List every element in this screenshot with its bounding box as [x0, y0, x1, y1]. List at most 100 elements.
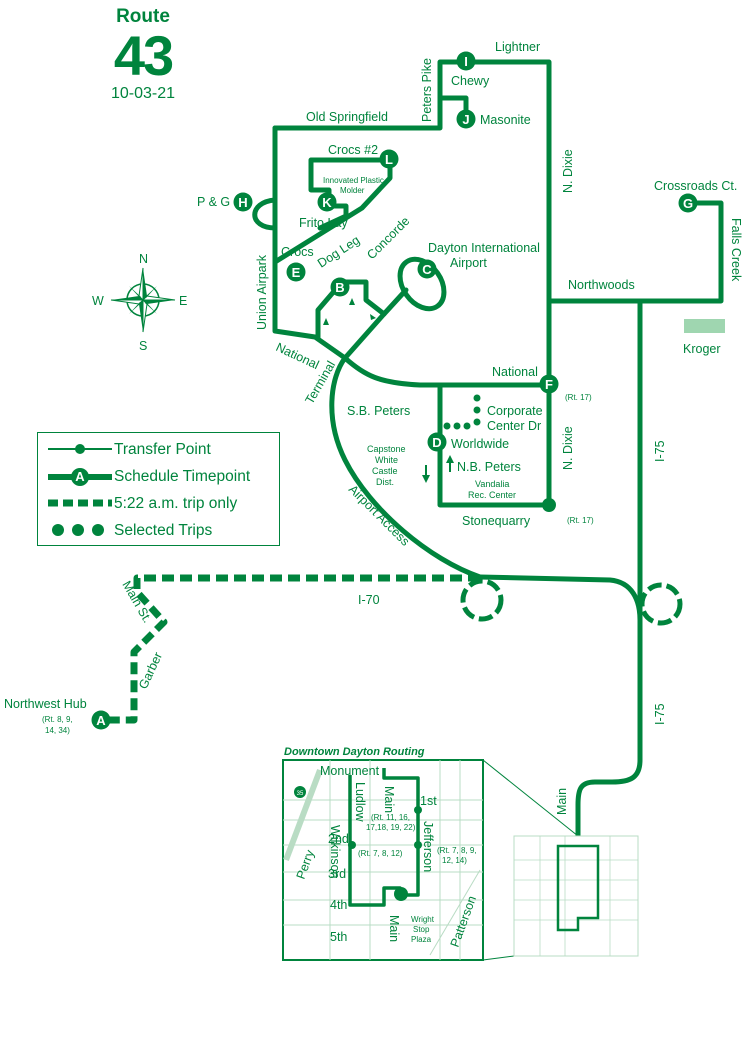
map-text-label: Jefferson	[421, 821, 435, 872]
map-text-label: Stop	[413, 925, 430, 934]
timepoint-i[interactable]: I	[456, 51, 476, 71]
map-text-label: Garber	[136, 650, 165, 691]
svg-text:E: E	[292, 265, 301, 280]
label-national-f: National	[492, 365, 538, 379]
compass-n: N	[139, 252, 148, 266]
svg-text:B: B	[335, 280, 344, 295]
compass-rose: N S E W	[92, 252, 187, 353]
map-text-label: Wilkinson	[328, 825, 342, 879]
route-title-block: Route 43 10-03-21	[98, 6, 188, 104]
map-text-label: Castle	[372, 466, 398, 476]
timepoint-e[interactable]: E	[286, 262, 306, 282]
map-text-label: S.B. Peters	[347, 404, 410, 418]
map-text-label: 1st	[420, 794, 437, 808]
map-text-label: N.B. Peters	[457, 460, 521, 474]
transfer-point-icon	[48, 444, 112, 454]
map-text-label: Wright	[411, 915, 435, 924]
map-text-label: Monument	[320, 764, 380, 778]
label-northwest-hub-note: (Rt. 8, 9,	[42, 715, 73, 724]
map-text-label: Center Dr	[487, 419, 541, 433]
label-crocs: Crocs	[281, 245, 314, 259]
map-text-label: 5th	[330, 930, 347, 944]
map-text-label: Rec. Center	[468, 490, 516, 500]
map-text-label: I-75	[653, 703, 667, 725]
svg-text:A: A	[96, 713, 106, 728]
svg-text:F: F	[545, 377, 553, 392]
map-text-label: Falls Creek	[729, 218, 743, 282]
route-effective-date: 10-03-21	[110, 85, 176, 102]
label-northwest-hub-note2: 14, 34)	[45, 726, 70, 735]
interchange-i75-loop	[639, 582, 683, 626]
downtown-title: Downtown Dayton Routing	[284, 746, 425, 758]
map-text-label: (Rt. 17)	[567, 516, 594, 525]
dots-icon	[52, 524, 104, 536]
map-legend: Transfer Point A Schedule Timepoint 5:22…	[37, 432, 280, 546]
map-text-label: 17,18, 19, 22)	[366, 823, 416, 832]
timepoint-a[interactable]: A	[91, 710, 111, 730]
label-masonite: Masonite	[480, 113, 531, 127]
map-text-label: 35	[297, 791, 304, 797]
timepoint-b[interactable]: B	[330, 277, 350, 297]
label-dog-leg: Dog Leg	[315, 233, 362, 271]
route-northwoods	[546, 200, 724, 304]
legend-transfer-point: Transfer Point	[38, 437, 279, 461]
label-chewy: Chewy	[451, 74, 490, 88]
label-worldwide: Worldwide	[451, 437, 509, 451]
dashed-line-icon	[48, 499, 112, 507]
map-text-label: N. Dixie	[561, 426, 575, 470]
map-text-label: Corporate	[487, 404, 543, 418]
label-northwest-hub: Northwest Hub	[4, 697, 87, 711]
route-old-springfield	[272, 59, 552, 304]
map-text-label: Dist.	[376, 477, 394, 487]
kroger-marker	[684, 319, 725, 333]
map-text-label: Ludlow	[353, 782, 367, 823]
label-pg: P & G	[197, 195, 230, 209]
map-text-label: Capstone	[367, 444, 406, 454]
highway-shield-icon	[294, 786, 306, 798]
map-text-label: Peters Pike	[420, 58, 434, 122]
map-text-label: 3rd	[328, 867, 346, 881]
compass-s: S	[139, 339, 147, 353]
route-early-trip-dashed	[102, 574, 480, 724]
map-text-label: I-70	[358, 593, 380, 607]
map-text-label: Lightner	[495, 40, 540, 54]
route-national-east	[342, 355, 552, 388]
map-text-label: Stonequarry	[462, 514, 531, 528]
svg-text:G: G	[683, 196, 693, 211]
map-text-label: National	[274, 340, 321, 372]
svg-text:H: H	[238, 195, 247, 210]
map-text-label: N. Dixie	[561, 149, 575, 193]
svg-text:I: I	[464, 54, 468, 69]
svg-text:K: K	[322, 195, 332, 210]
timepoint-c[interactable]: C	[417, 259, 437, 279]
timepoint-h[interactable]: H	[233, 192, 253, 212]
svg-text:C: C	[422, 262, 432, 277]
route-n-dixie	[437, 298, 552, 508]
map-text-label: Main	[555, 788, 569, 815]
timepoint-k[interactable]: K	[317, 192, 337, 212]
map-text-label: Molder	[340, 186, 365, 195]
label-frito-lay: Frito Lay	[299, 216, 348, 230]
route-airport-ellipse	[397, 256, 447, 312]
svg-text:D: D	[432, 435, 441, 450]
timepoint-g[interactable]: G	[678, 193, 698, 213]
label-national-note: (Rt. 17)	[565, 393, 592, 402]
route-airport-loop	[381, 287, 409, 317]
map-text-label: Main	[387, 915, 401, 942]
compass-e: E	[179, 294, 187, 308]
timepoint-l[interactable]: L	[379, 149, 399, 169]
route-pg-loop	[252, 197, 278, 231]
timepoint-icon: A	[48, 468, 112, 486]
timepoint-j[interactable]: J	[456, 109, 476, 129]
label-crocs-2: Crocs #2	[328, 143, 378, 157]
timepoint-d[interactable]: D	[427, 432, 447, 452]
map-text-label: Airport Access	[346, 482, 412, 548]
svg-text:L: L	[385, 152, 393, 167]
label-crossroads: Crossroads Ct.	[654, 179, 737, 193]
map-text-label: Union Airpark	[255, 254, 269, 330]
downtown-street-grid	[283, 760, 483, 960]
map-text-label: 4th	[330, 898, 347, 912]
timepoint-f[interactable]: F	[539, 374, 559, 394]
map-text-label: Kroger	[683, 342, 721, 356]
map-text-label: 12, 14)	[442, 856, 467, 865]
